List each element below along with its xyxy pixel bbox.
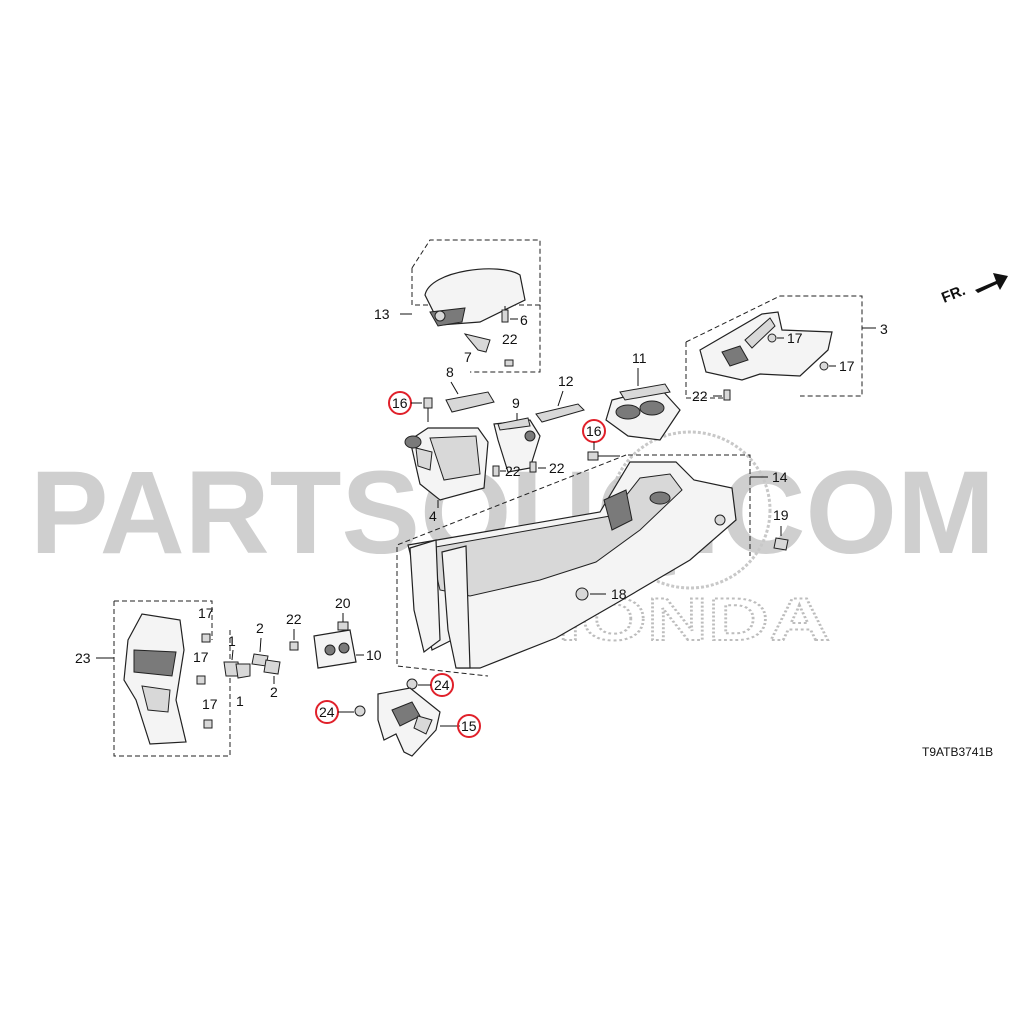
clip-18 xyxy=(575,587,589,601)
callout-18: 18 xyxy=(611,586,627,602)
callout-19: 19 xyxy=(773,507,789,523)
callout-9: 9 xyxy=(512,395,520,411)
callout-16-console: 16 xyxy=(586,423,602,439)
console-mat xyxy=(445,391,495,413)
callout-13: 13 xyxy=(374,306,390,322)
bolt-16-console xyxy=(587,451,599,461)
callout-16-box: 16 xyxy=(392,395,408,411)
center-console-body xyxy=(396,454,751,677)
callout-17-panel-b: 17 xyxy=(839,358,855,374)
switch-panel xyxy=(313,621,357,669)
bolt-16-box xyxy=(423,397,433,409)
nut-24-left xyxy=(354,705,366,717)
clip-17-lower xyxy=(819,361,829,371)
callout-17-rear-a: 17 xyxy=(198,605,214,621)
screw-19 xyxy=(773,537,789,551)
callout-22-bracket-b: 22 xyxy=(549,460,565,476)
callout-24-right: 24 xyxy=(434,677,450,693)
callout-2-bottom: 2 xyxy=(270,684,278,700)
callout-22-lid: 22 xyxy=(502,331,518,347)
rear-panel-group xyxy=(96,600,231,757)
callout-4: 4 xyxy=(429,508,437,524)
highlight-ring-15 xyxy=(457,714,481,738)
lower-console-bracket xyxy=(377,687,441,757)
callout-22-switch: 22 xyxy=(286,611,302,627)
console-cover-strip xyxy=(535,403,585,423)
socket-2b xyxy=(263,659,281,675)
callout-7: 7 xyxy=(464,349,472,365)
callout-11: 11 xyxy=(632,350,647,366)
callout-10: 10 xyxy=(366,647,382,663)
callout-23: 23 xyxy=(75,650,91,666)
callout-1-top: 1 xyxy=(228,633,236,649)
cup-holder xyxy=(605,383,681,441)
rear-console-panel xyxy=(123,613,187,745)
armrest-lid-group xyxy=(400,239,541,373)
callout-6: 6 xyxy=(520,312,528,328)
callout-2-top: 2 xyxy=(256,620,264,636)
callout-8: 8 xyxy=(446,364,454,380)
callout-1-bottom: 1 xyxy=(236,693,244,709)
nut-24-right xyxy=(406,678,418,690)
callout-17-panel-a: 17 xyxy=(787,330,803,346)
shift-panel-group xyxy=(685,295,876,399)
console-bracket xyxy=(493,417,541,473)
callout-17-rear-c: 17 xyxy=(202,696,218,712)
callout-22-panel: 22 xyxy=(692,388,708,404)
diagram-code: T9ATB3741B xyxy=(922,745,993,759)
callout-12: 12 xyxy=(558,373,574,389)
callout-15: 15 xyxy=(461,718,477,734)
front-direction-label: FR. xyxy=(939,282,968,307)
front-arrow-icon xyxy=(975,273,1008,293)
callout-3: 3 xyxy=(880,321,888,337)
callout-24-left: 24 xyxy=(319,704,335,720)
clip-17-upper xyxy=(767,333,777,343)
callout-22-bracket-a: 22 xyxy=(505,463,521,479)
console-box xyxy=(404,427,489,501)
callout-14: 14 xyxy=(772,469,788,485)
callout-17-rear-b: 17 xyxy=(193,649,209,665)
callout-20: 20 xyxy=(335,595,351,611)
front-direction-indicator: FR. xyxy=(939,273,1008,307)
usb-port-1b xyxy=(235,663,251,679)
